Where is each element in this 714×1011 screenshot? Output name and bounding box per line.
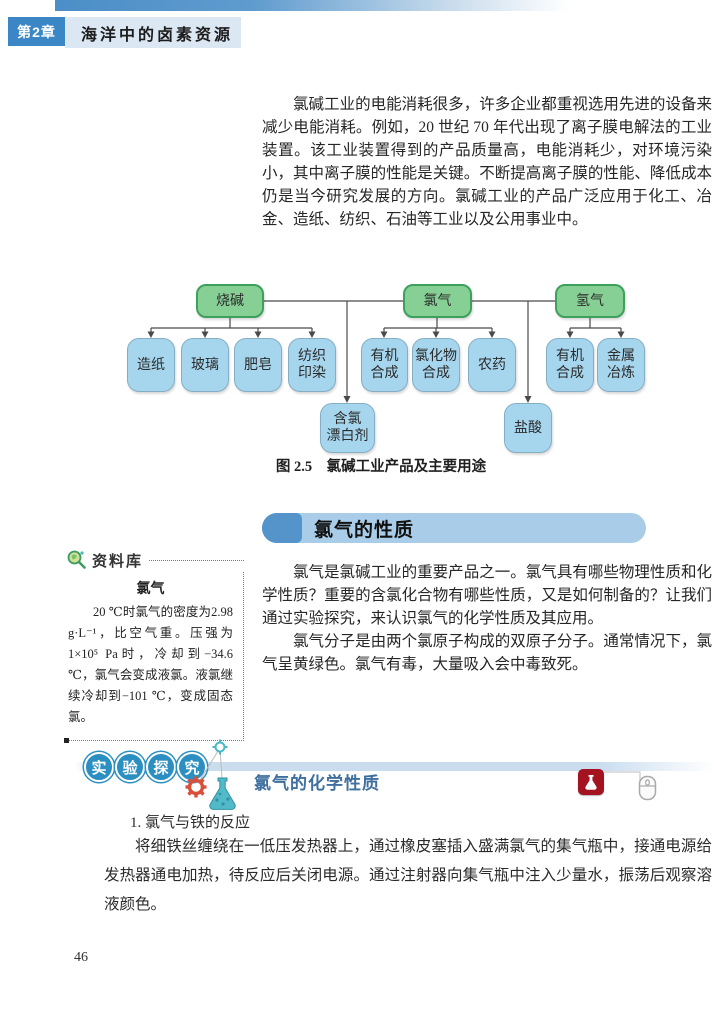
resource-connector-line (604, 771, 641, 781)
badge-char-1: 实 (84, 752, 114, 782)
figure-node-caustic-soda: 烧碱 (196, 284, 264, 318)
figure-node-metal-smelting: 金属 冶炼 (597, 338, 645, 392)
figure-node-chloride-synthesis: 氯化物 合成 (412, 338, 460, 392)
intro-paragraph: 氯碱工业的电能消耗很多，许多企业都重视选用先进的设备来减少电能消耗。例如，20 … (262, 96, 712, 228)
figure-node-textile-dyeing: 纺织 印染 (288, 338, 336, 392)
section-body: 氯气是氯碱工业的重要产品之一。氯气具有哪些物理性质和化学性质？重要的含氯化合物有… (262, 561, 712, 676)
dotted-rule (149, 559, 244, 561)
section-heading-tab (262, 513, 302, 543)
experiment-exploration-badge: 实 验 探 究 (84, 752, 208, 782)
experiment-item-heading: 1. 氯气与铁的反应 (130, 815, 251, 831)
figure-node-hydrogen: 氢气 (555, 284, 625, 318)
section-paragraph-1: 氯气是氯碱工业的重要产品之一。氯气具有哪些物理性质和化学性质？重要的含氯化合物有… (262, 564, 712, 627)
figure-node-soap: 肥皂 (234, 338, 282, 392)
top-gradient-bar (55, 0, 714, 11)
section-paragraph-2: 氯气分子是由两个氯原子构成的双原子分子。通常情况下，氯气呈黄绿色。氯气有毒，大量… (262, 633, 712, 673)
figure-node-chlorine-bleach: 含氯 漂白剂 (320, 403, 375, 453)
data-library-box: 资料库 氯气 20 ℃时氯气的密度为2.98 g·L⁻¹，比空气重。压强为1×1… (64, 548, 244, 743)
section-title: 氯气的性质 (314, 520, 415, 541)
figure-2-5: 烧碱 氯气 氢气 造纸 玻璃 肥皂 纺织 印染 有机 合成 氯化物 合成 农药 … (110, 276, 714, 476)
figure-node-organic-synthesis-h: 有机 合成 (546, 338, 594, 392)
badge-char-2: 验 (115, 752, 145, 782)
experiment-title: 氯气的化学性质 (254, 774, 380, 793)
mouse-icon[interactable] (638, 775, 658, 802)
badge-char-3: 探 (146, 752, 176, 782)
data-library-header: 资料库 (66, 548, 244, 572)
figure-node-papermaking: 造纸 (127, 338, 175, 392)
chapter-header: 第2章 海洋中的卤素资源 (8, 17, 241, 48)
corner-square-mark (64, 738, 69, 743)
figure-node-chlorine: 氯气 (403, 284, 472, 318)
figure-caption: 图 2.5 氯碱工业产品及主要用途 (275, 459, 487, 475)
figure-node-hydrochloric-acid: 盐酸 (504, 403, 552, 453)
data-library-body: 氯气 20 ℃时氯气的密度为2.98 g·L⁻¹，比空气重。压强为1×10⁵ P… (64, 572, 244, 743)
chapter-number-badge: 第2章 (8, 17, 65, 46)
gear-flask-icon (185, 739, 236, 810)
figure-connectors (147, 300, 625, 403)
data-library-label: 资料库 (92, 552, 144, 570)
section-heading-bar: 氯气的性质 (262, 513, 646, 543)
experiment-resource-icon[interactable] (578, 769, 604, 795)
experiment-item-body: 将细铁丝缠绕在一低压发热器上，通过橡皮塞插入盛满氯气的集气瓶中，接通电源给发热器… (104, 838, 712, 913)
magnifier-globe-icon (67, 550, 86, 569)
flask-icon (585, 775, 597, 790)
data-library-text: 20 ℃时氯气的密度为2.98 g·L⁻¹，比空气重。压强为1×10⁵ Pa时，… (68, 605, 233, 724)
chapter-title: 海洋中的卤素资源 (65, 17, 241, 48)
page-number: 46 (74, 950, 88, 965)
figure-node-glass: 玻璃 (181, 338, 229, 392)
figure-node-organic-synthesis-cl: 有机 合成 (361, 338, 408, 392)
figure-node-pesticide: 农药 (468, 338, 516, 392)
experiment-band (75, 762, 714, 771)
data-library-title: 氯气 (136, 582, 165, 597)
